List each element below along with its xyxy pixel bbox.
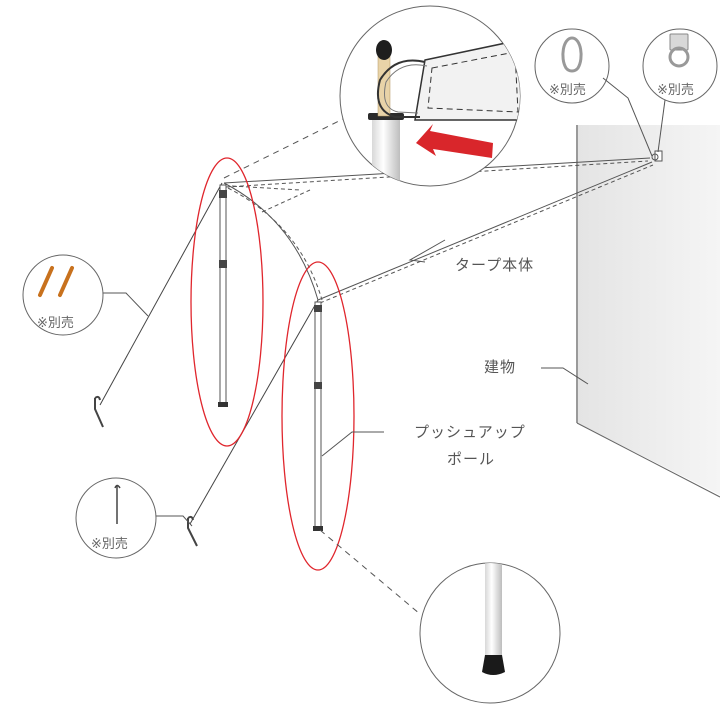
eye-plate-icon (668, 33, 690, 68)
building-wall (576, 125, 720, 498)
building-label: 建物 (484, 358, 517, 376)
label-leaders (321, 239, 589, 457)
guy-rope-icon (38, 266, 74, 297)
push-up-pole-label-line1: プッシュアップ (414, 423, 526, 441)
peg-sold-separately: ※別売 (91, 537, 128, 552)
pole-top-detail (339, 5, 521, 187)
rope-sold-separately: ※別売 (37, 316, 74, 331)
carabiner-sold-separately: ※別売 (549, 83, 586, 98)
ground-peg-left-icon (94, 395, 104, 428)
push-up-pole-left (218, 184, 228, 407)
carabiner-icon (561, 36, 583, 73)
tent-peg-icon (114, 484, 121, 524)
carabiner-callout (534, 28, 653, 157)
ground-peg-right-icon (187, 515, 198, 547)
pole-foot-detail (419, 562, 561, 704)
eye-plate-callout (642, 28, 718, 153)
insert-direction-arrow-icon (416, 124, 493, 158)
pole-highlight-right (281, 261, 355, 571)
detail-leader-lines (223, 117, 421, 615)
tarp-body-label: タープ本体 (455, 256, 535, 274)
push-up-pole-right (313, 301, 323, 531)
rope-callout (22, 254, 149, 336)
push-up-pole-label-line2: ポール (447, 450, 496, 468)
guy-ropes (99, 182, 319, 525)
peg-callout (75, 477, 193, 559)
pole-highlight-left (190, 157, 264, 447)
eye-plate-sold-separately: ※別売 (657, 83, 694, 98)
